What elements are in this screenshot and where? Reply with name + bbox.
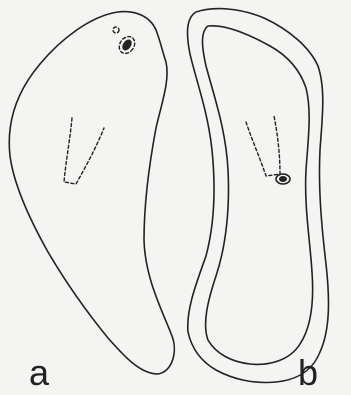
specimen-b-internal-structure [246, 116, 280, 176]
panel-a-drawing [9, 12, 174, 374]
specimen-b-pore [279, 176, 287, 182]
specimen-b-inner-outline [203, 26, 313, 365]
specimen-a-outline [9, 12, 174, 374]
specimen-a-internal-structure [64, 118, 104, 184]
panel-label-b: b [298, 355, 318, 391]
panel-b-drawing [188, 9, 329, 383]
specimen-a-dot [113, 27, 119, 33]
panel-label-a: a [29, 355, 49, 391]
